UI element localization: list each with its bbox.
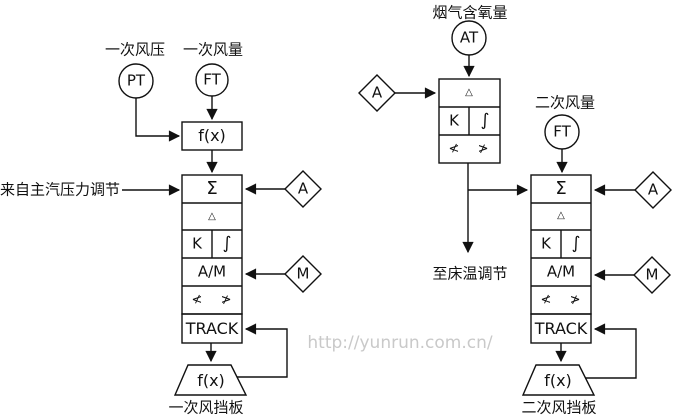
primary-air-damper-label: 一次风挡板 bbox=[168, 398, 244, 417]
steam-pressure-input-label: 来自主汽压力调节 bbox=[0, 180, 121, 199]
gain-cell-label: K bbox=[449, 111, 459, 130]
manual-flag-label: M bbox=[296, 264, 310, 283]
sum-cell-label: Σ bbox=[555, 178, 567, 199]
manual-flag-label: M bbox=[645, 265, 659, 284]
auto-manual-cell-label: A/M bbox=[197, 262, 227, 281]
ft-transmitter-label: FT bbox=[203, 70, 221, 89]
feedback-wire-right bbox=[585, 323, 637, 379]
primary-air-pressure-label: 一次风压 bbox=[104, 40, 166, 59]
damper-trapezoid-right bbox=[521, 364, 596, 396]
primary-air-flow-label: 一次风量 bbox=[182, 40, 244, 59]
fx-block-label: f(x) bbox=[198, 126, 226, 145]
deviation-cell-label: △ bbox=[465, 87, 473, 98]
deviation-cell-label: △ bbox=[208, 211, 216, 222]
watermark: http://yunrun.com.cn/ bbox=[307, 333, 493, 353]
flue-gas-oxygen-label: 烟气含氧量 bbox=[432, 3, 508, 22]
auto-flag-label: A bbox=[647, 180, 659, 199]
rate-limiter-cell-label: ≮ ≯ bbox=[540, 292, 588, 308]
ft-transmitter-label: FT bbox=[553, 122, 571, 141]
manual-diamond-right bbox=[633, 256, 671, 294]
rate-limiter-cell-label: ≮ ≯ bbox=[448, 141, 496, 157]
deviation-cell-label: △ bbox=[557, 210, 565, 221]
damper-trapezoid-left bbox=[173, 364, 248, 396]
track-cell-label: TRACK bbox=[185, 319, 239, 338]
rate-limiter-cell-label: ≮ ≯ bbox=[191, 292, 239, 308]
pt-transmitter-label: PT bbox=[126, 71, 146, 90]
auto-flag-label: A bbox=[297, 179, 309, 198]
damper-fx-label: f(x) bbox=[544, 371, 572, 390]
oxygen-block bbox=[438, 78, 501, 164]
gain-cell-label: K bbox=[541, 234, 551, 253]
pt-to-fx-wire bbox=[135, 98, 181, 142]
secondary-air-damper-label: 二次风挡板 bbox=[521, 398, 597, 417]
gain-cell-label: K bbox=[192, 234, 202, 253]
auto-manual-cell-label: A/M bbox=[546, 262, 576, 281]
manual-diamond-left bbox=[284, 255, 322, 293]
sum-cell-label: Σ bbox=[206, 178, 218, 199]
track-block-left bbox=[181, 313, 243, 344]
secondary-air-flow-label: 二次风量 bbox=[534, 93, 596, 112]
integral-cell-label: ∫ bbox=[480, 110, 490, 131]
auto-diamond-left bbox=[284, 170, 322, 208]
integral-cell-label: ∫ bbox=[222, 233, 232, 254]
bed-temp-output-label: 至床温调节 bbox=[432, 264, 508, 283]
integral-cell-label: ∫ bbox=[571, 233, 581, 254]
auto-diamond-right bbox=[634, 171, 672, 209]
auto-flag-label: A bbox=[371, 83, 383, 102]
feedback-wire-left bbox=[237, 323, 288, 378]
at-transmitter-label: AT bbox=[459, 28, 479, 47]
track-cell-label: TRACK bbox=[534, 319, 588, 338]
damper-fx-label: f(x) bbox=[197, 371, 225, 390]
